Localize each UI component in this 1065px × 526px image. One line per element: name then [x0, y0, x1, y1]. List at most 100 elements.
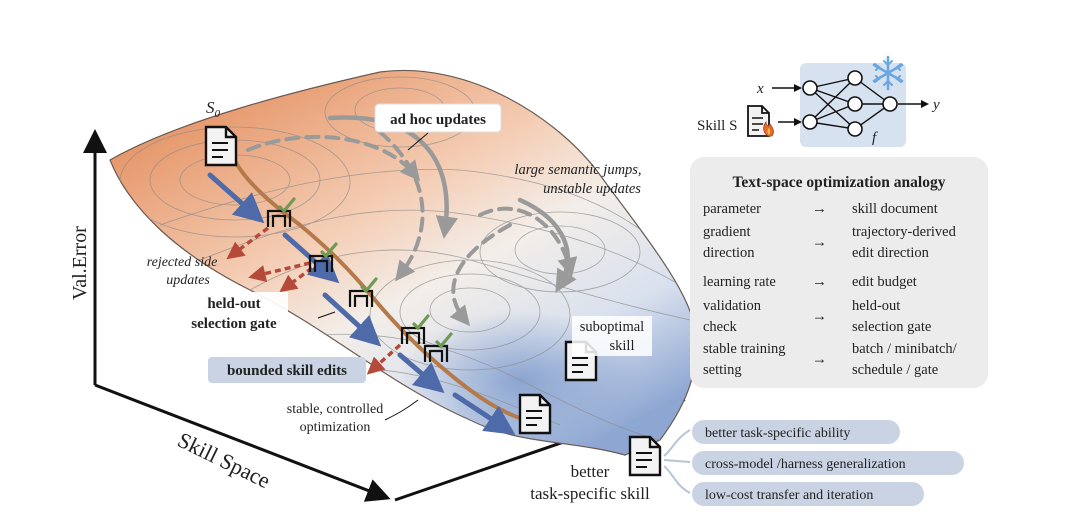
rejected-arrow-1 — [226, 226, 270, 260]
bounded-edit-arrow-3 — [322, 292, 382, 347]
bounded-edit-arrow-2 — [282, 232, 340, 284]
ad-hoc-arrow-6 — [517, 197, 577, 293]
gate-leader — [317, 311, 336, 319]
large-jumps-label-2: unstable updates — [543, 181, 641, 197]
analogy-equivalent: held-out — [852, 298, 900, 314]
ad-hoc-label-box — [374, 103, 502, 133]
network-nodes — [802, 70, 898, 137]
analogy-term: check — [703, 319, 738, 335]
stable-label-2: optimization — [300, 420, 371, 435]
check-icon — [435, 332, 453, 349]
better-label-1: better — [571, 462, 610, 481]
gate-icon-5 — [423, 332, 453, 362]
result-document-icon — [628, 435, 662, 477]
analogy-term: parameter — [703, 201, 761, 217]
analogy-arrow: → — [812, 352, 827, 368]
bounded-edit-arrow-1 — [207, 172, 265, 224]
ad-hoc-arrow-1 — [246, 134, 421, 182]
analogy-equivalent: trajectory-derived — [852, 224, 957, 240]
benefit-label: cross-model /harness generalization — [705, 457, 906, 472]
benefit-connector-2 — [663, 459, 691, 463]
benefits: better task-specific ability cross-model … — [663, 420, 964, 506]
better-label-2: task-specific skill — [530, 484, 650, 503]
gate-icon-4 — [400, 314, 430, 344]
bounded-edit-arrow-4 — [397, 352, 445, 394]
ad-hoc-leader — [407, 132, 429, 151]
optimal-document-icon — [518, 393, 552, 435]
stable-label-1: stable, controlled — [287, 402, 383, 417]
rejected-label-1: rejected side — [147, 255, 218, 270]
benefit-pills: better task-specific ability cross-model … — [692, 420, 964, 506]
analogy-term: setting — [703, 362, 742, 378]
x-axis-label: Skill Space — [174, 427, 274, 493]
benefit-pill — [692, 451, 964, 475]
analogy-equivalent: batch / minibatch/ — [852, 341, 958, 357]
analogy-arrow: → — [812, 274, 827, 290]
rejected-arrows — [226, 226, 402, 375]
benefit-pill — [692, 482, 924, 506]
analogy-arrow: → — [812, 309, 827, 325]
orange-trajectory — [228, 148, 527, 422]
analogy-panel-bg — [690, 157, 988, 388]
analogy-panel: Text-space optimization analogy paramete… — [690, 157, 988, 388]
large-jumps-label-1: large semantic jumps, — [514, 162, 641, 178]
optimization-path — [207, 148, 527, 435]
analogy-equivalent: edit direction — [852, 245, 930, 261]
analogy-equivalent: schedule / gate — [852, 362, 938, 378]
analogy-arrow: → — [812, 235, 827, 251]
start-document-icon — [204, 125, 238, 167]
rejected-label-2: updates — [166, 273, 210, 288]
gate-label-2: selection gate — [191, 316, 277, 332]
benefit-connector-3 — [663, 465, 691, 494]
analogy-term: learning rate — [703, 274, 776, 290]
bounded-label-box — [208, 357, 366, 383]
fire-icon — [763, 120, 774, 137]
analogy-rows: parameter skill document → gradient directio… — [703, 201, 958, 378]
skill-input-label: Skill S — [697, 118, 737, 134]
neural-network-diagram: x y f Skill S — [697, 55, 940, 147]
f-label: f — [872, 130, 878, 146]
start-label: S0 — [206, 98, 221, 120]
gate-icon-1 — [266, 197, 296, 227]
ad-hoc-arrow-5 — [449, 223, 512, 327]
ad-hoc-arrow-4 — [478, 206, 578, 278]
benefit-pill — [692, 420, 900, 444]
bounded-edit-arrow-5 — [452, 392, 516, 435]
gate-icon-2 — [308, 242, 338, 272]
ad-hoc-arrows — [246, 115, 578, 327]
y-label: y — [931, 97, 940, 113]
analogy-equivalent: edit budget — [852, 274, 917, 290]
analogy-equivalent: skill document — [852, 201, 938, 217]
analogy-term: validation — [703, 298, 762, 314]
rejected-arrow-3 — [279, 266, 314, 293]
check-icon — [360, 277, 378, 294]
analogy-term: direction — [703, 245, 755, 261]
landscape-labels: S0 ad hoc updates large semantic jumps, … — [147, 98, 652, 503]
analogy-term: stable training — [703, 341, 786, 357]
suboptimal-label-1: suboptimal — [580, 319, 644, 335]
x-label: x — [756, 81, 764, 97]
analogy-term: gradient — [703, 224, 751, 240]
snowflake-icon — [872, 55, 904, 91]
check-icon — [278, 197, 296, 214]
gate-label-1: held-out — [207, 296, 260, 312]
check-icon — [320, 242, 338, 259]
rejected-arrow-4 — [366, 343, 402, 375]
ad-hoc-arrow-3 — [378, 130, 425, 282]
ad-hoc-label: ad hoc updates — [390, 112, 486, 128]
analogy-equivalent: selection gate — [852, 319, 931, 335]
gate-label-box — [180, 292, 288, 334]
check-icon — [412, 314, 430, 331]
benefit-label: low-cost transfer and iteration — [705, 488, 873, 503]
analogy-arrow: → — [812, 201, 827, 217]
suboptimal-label-2: skill — [610, 338, 635, 354]
x-axis — [94, 383, 391, 502]
suboptimal-label-box — [572, 316, 652, 356]
gate-icon-3 — [348, 277, 378, 307]
ad-hoc-arrow-2 — [327, 115, 459, 239]
benefit-label: better task-specific ability — [705, 426, 850, 441]
selection-gates — [266, 197, 453, 362]
bounded-label: bounded skill edits — [227, 363, 347, 379]
